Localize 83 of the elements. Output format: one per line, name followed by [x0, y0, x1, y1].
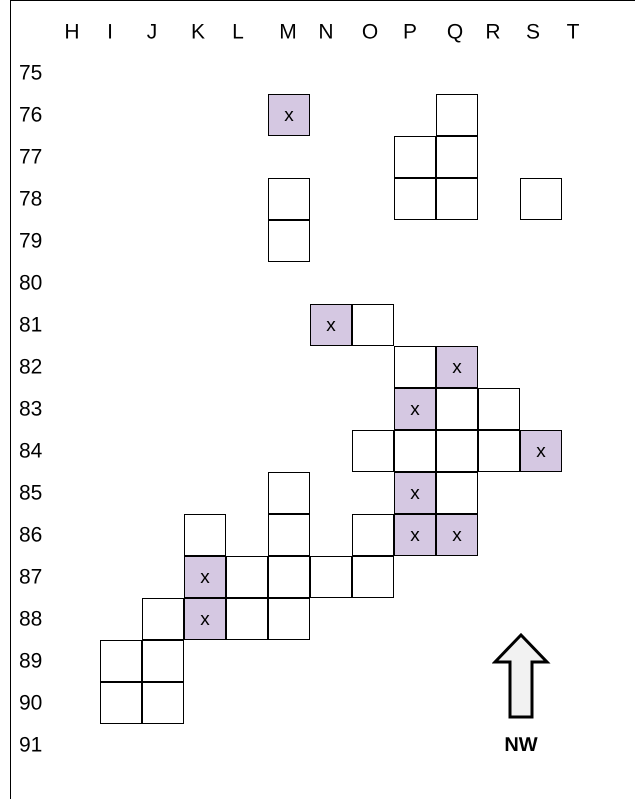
grid-cell [268, 220, 310, 262]
cell-mark: x [284, 106, 294, 124]
grid-cell [394, 430, 436, 472]
row-label: 77 [19, 146, 42, 168]
grid-cell [478, 430, 520, 472]
row-label: 86 [19, 524, 42, 546]
grid-cell [226, 556, 268, 598]
grid-cell [268, 472, 310, 514]
row-label: 78 [19, 188, 42, 210]
column-label: T [566, 22, 580, 42]
cell-mark: x [536, 442, 546, 460]
grid-cell [436, 472, 478, 514]
row-label: 91 [19, 734, 42, 756]
grid-cell [352, 430, 394, 472]
cell-mark: x [410, 484, 420, 502]
column-label: R [485, 22, 501, 42]
row-label: 81 [19, 314, 42, 336]
grid-cell [352, 304, 394, 346]
grid-cell [436, 388, 478, 430]
grid-cell [184, 514, 226, 556]
column-label: P [403, 22, 417, 42]
grid-cell [310, 304, 352, 346]
column-label: Q [446, 22, 464, 42]
grid-cell [268, 94, 310, 136]
cell-mark: x [452, 526, 462, 544]
grid-cell [142, 598, 184, 640]
grid-cell [436, 346, 478, 388]
grid-cell [394, 388, 436, 430]
column-label: O [362, 22, 378, 42]
grid-cell [184, 598, 226, 640]
row-label: 89 [19, 650, 42, 672]
column-label: N [318, 22, 334, 42]
cell-mark: x [326, 316, 336, 334]
column-label: K [191, 22, 205, 42]
row-label: 84 [19, 440, 42, 462]
grid-cell [394, 472, 436, 514]
cell-mark: x [200, 568, 210, 586]
row-label: 79 [19, 230, 42, 252]
grid-cell [436, 178, 478, 220]
grid-cell [520, 178, 562, 220]
grid-cell [352, 556, 394, 598]
grid-cell [142, 682, 184, 724]
grid-cell [226, 598, 268, 640]
cell-mark: x [410, 400, 420, 418]
grid-cell [478, 388, 520, 430]
cell-mark: x [452, 358, 462, 376]
grid-cell [394, 346, 436, 388]
grid-cell [436, 430, 478, 472]
grid-cell [436, 94, 478, 136]
column-label: L [232, 22, 244, 42]
grid-cell [142, 640, 184, 682]
row-label: 75 [19, 62, 42, 84]
grid-cell [394, 514, 436, 556]
column-label: H [64, 22, 80, 42]
row-label: 90 [19, 692, 42, 714]
grid-cell [436, 514, 478, 556]
row-label: 80 [19, 272, 42, 294]
grid-cell [436, 136, 478, 178]
grid-cell [394, 136, 436, 178]
grid-cell [520, 430, 562, 472]
grid-cell [352, 514, 394, 556]
grid-cell [100, 682, 142, 724]
row-label: 88 [19, 608, 42, 630]
grid-cell [268, 514, 310, 556]
grid-cell [100, 640, 142, 682]
grid-cell [310, 556, 352, 598]
column-label: I [107, 22, 113, 42]
grid-cell [184, 556, 226, 598]
grid-cell [394, 178, 436, 220]
column-label: S [526, 22, 540, 42]
column-label: M [279, 22, 297, 42]
column-label: J [146, 22, 158, 42]
row-label: 85 [19, 482, 42, 504]
direction-label: NW [504, 735, 538, 755]
cell-mark: x [200, 610, 210, 628]
grid-cell [268, 556, 310, 598]
row-label: 83 [19, 398, 42, 420]
row-label: 87 [19, 566, 42, 588]
row-label: 76 [19, 104, 42, 126]
cell-mark: x [410, 526, 420, 544]
grid-cell [268, 598, 310, 640]
grid-cell [268, 178, 310, 220]
row-label: 82 [19, 356, 42, 378]
